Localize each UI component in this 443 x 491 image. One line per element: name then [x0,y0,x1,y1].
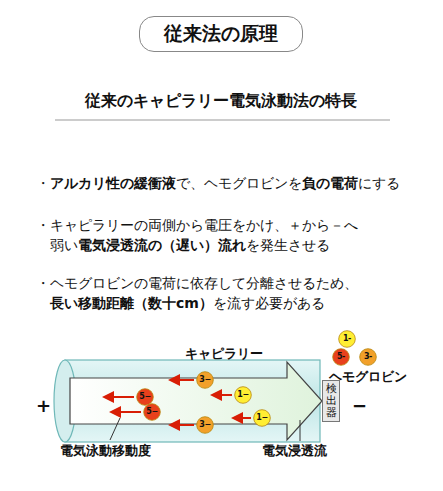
leader-line [110,418,120,440]
hemoglobin-circle: 5− [143,403,161,421]
bullet-text: で、ヘモグロビンを [176,175,302,191]
leader-line [300,420,301,441]
charge-label: 5− [143,403,161,421]
bullet-text: ・キャピラリーの両側から電圧をかけ、＋から－へ [36,217,358,233]
hemoglobin-circle: 5− [136,388,154,406]
bullet-text: を発生させる [246,237,330,253]
bullet-item: ・アルカリ性の緩衝液で、ヘモグロビンを負の電荷にする [36,173,400,193]
hemoglobin-circle: 1− [234,386,252,404]
plus-sign: + [36,395,51,416]
bullet-text: 負の電荷 [302,175,358,191]
eof-arrow [70,362,322,440]
eof-label: 電気浸透流 [262,442,327,460]
title-text: 従来法の原理 [164,22,278,44]
bullet-text: 電気浸透流の（遅い）流れ [78,237,246,253]
detector-box: 検出器 [322,380,340,422]
title-box: 従来法の原理 [139,16,303,52]
hemoglobin-circle: 1- [338,330,356,348]
hemoglobin-circle: 3- [359,348,377,366]
charge-label: 5- [332,348,350,366]
bullet-text: 長い移動距離（数十cm） [50,295,213,311]
bullet-text: を流す必要がある [213,295,325,311]
bullet-item: ・ヘモグロビンの電荷に依存して分離させるため、長い移動距離（数十cm）を流す必要… [36,273,358,313]
charge-label: 3- [359,348,377,366]
hemoglobin-circle: 1− [253,409,271,427]
bullet-text: ・ [36,175,50,191]
rule-line [55,120,390,121]
subtitle: 従来のキャピラリー電気泳動法の特長 [85,91,357,112]
minus-sign: − [352,395,367,416]
hemoglobin-circle: 3− [196,416,214,434]
charge-label: 1− [253,409,271,427]
hemoglobin-circle: 5- [332,348,350,366]
hemoglobin-circle: 3− [196,371,214,389]
bullet-text: にする [358,175,400,191]
bullet-text: アルカリ性の緩衝液 [50,175,176,191]
migration-label: 電気泳動移動度 [60,442,151,460]
charge-label: 3− [196,416,214,434]
detector-label: 検出器 [326,383,337,419]
hemoglobin-label: ヘモグロビン [329,368,407,386]
charge-label: 3− [196,371,214,389]
migration-arrows [104,380,251,425]
charge-label: 5− [136,388,154,406]
bullet-item: ・キャピラリーの両側から電圧をかけ、＋から－へ弱い電気浸透流の（遅い）流れを発生… [36,215,358,255]
bullet-text: ・ヘモグロビンの電荷に依存して分離させるため、 [36,275,358,291]
bullet-text: 弱い [50,237,78,253]
charge-label: 1- [338,330,356,348]
capillary-label: キャピラリー [185,345,263,363]
charge-label: 1− [234,386,252,404]
